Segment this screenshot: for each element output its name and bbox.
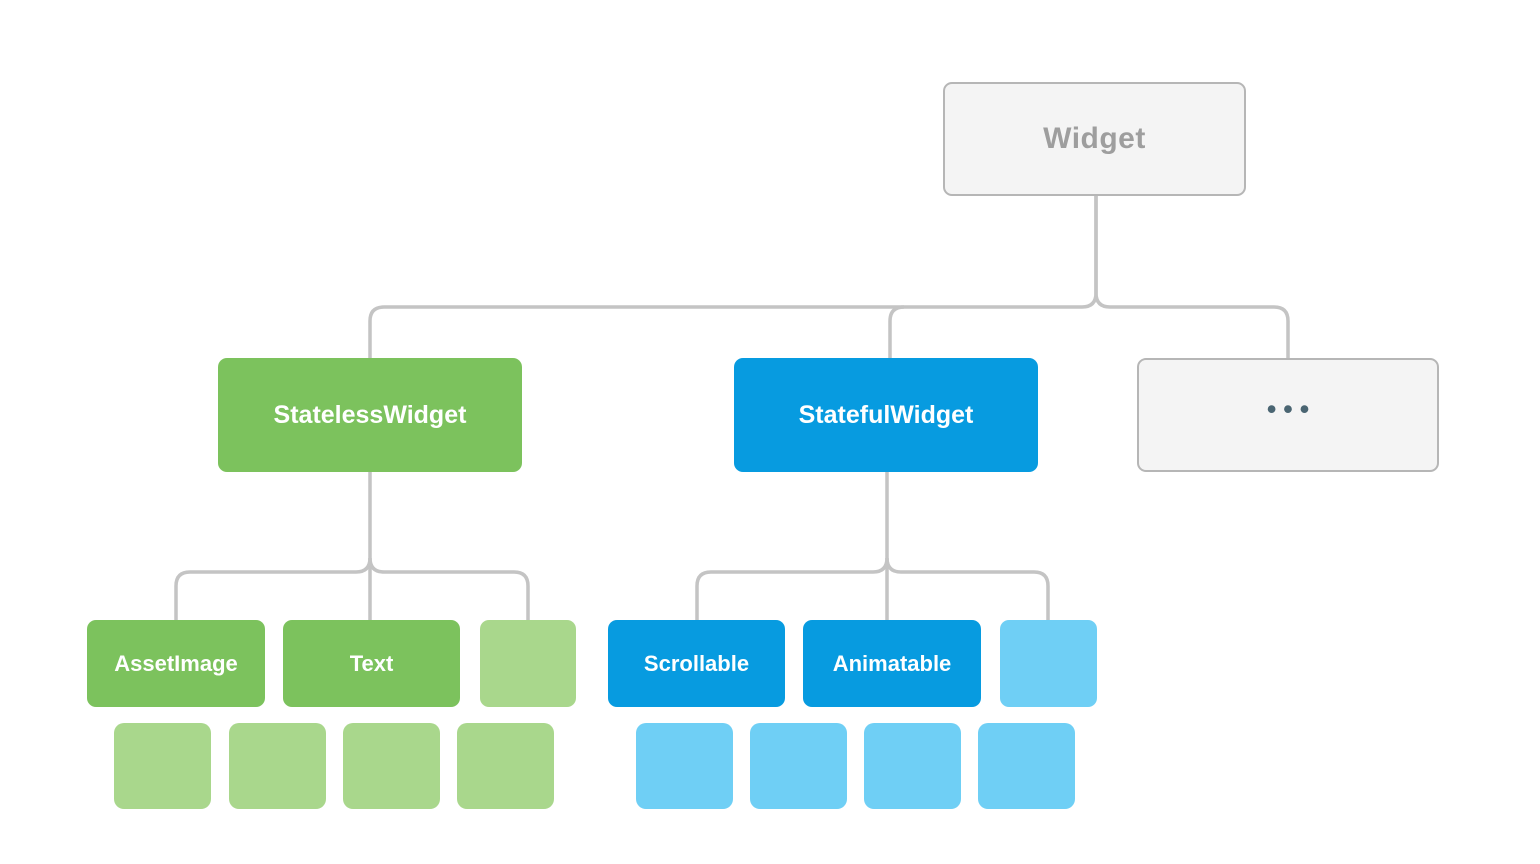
node-text: Text — [283, 620, 460, 707]
leaf-blue-4 — [978, 723, 1075, 809]
edge-widget-statefulwidget — [888, 305, 905, 358]
node-scrollable-label: Scrollable — [643, 650, 750, 676]
node-asset-image: AssetImage — [87, 620, 265, 707]
node-asset-image-label: AssetImage — [114, 650, 238, 676]
node-stateful-widget-label: StatefulWidget — [798, 400, 974, 429]
node-text-label: Text — [349, 650, 394, 676]
node-stateless-unlabeled — [480, 620, 576, 707]
node-stateless-widget-label: StatelessWidget — [273, 400, 467, 429]
edge-stateless-assetimage — [174, 557, 372, 620]
ellipsis-dots: ••• — [1266, 393, 1317, 424]
node-stateless-widget: StatelessWidget — [218, 358, 522, 472]
leaf-blue-2 — [750, 723, 847, 809]
edge-widget-more — [1094, 195, 1290, 358]
node-widget: Widget — [943, 82, 1246, 196]
edge-stateful-scrollable — [695, 557, 889, 620]
node-stateful-unlabeled — [1000, 620, 1097, 707]
node-animatable: Animatable — [803, 620, 981, 707]
edge-stateful-blank — [885, 557, 1050, 620]
leaf-green-3 — [343, 723, 440, 809]
edge-stateless-blank — [368, 557, 530, 620]
node-animatable-label: Animatable — [832, 650, 952, 676]
leaf-blue-3 — [864, 723, 961, 809]
node-stateful-widget: StatefulWidget — [734, 358, 1038, 472]
node-widget-label: Widget — [1043, 122, 1146, 155]
node-more-widgets: ••• — [1137, 358, 1439, 472]
edge-widget-statelesswidget — [368, 195, 1098, 358]
leaf-green-2 — [229, 723, 326, 809]
leaf-green-4 — [457, 723, 554, 809]
node-scrollable: Scrollable — [608, 620, 785, 707]
leaf-blue-1 — [636, 723, 733, 809]
leaf-green-1 — [114, 723, 211, 809]
